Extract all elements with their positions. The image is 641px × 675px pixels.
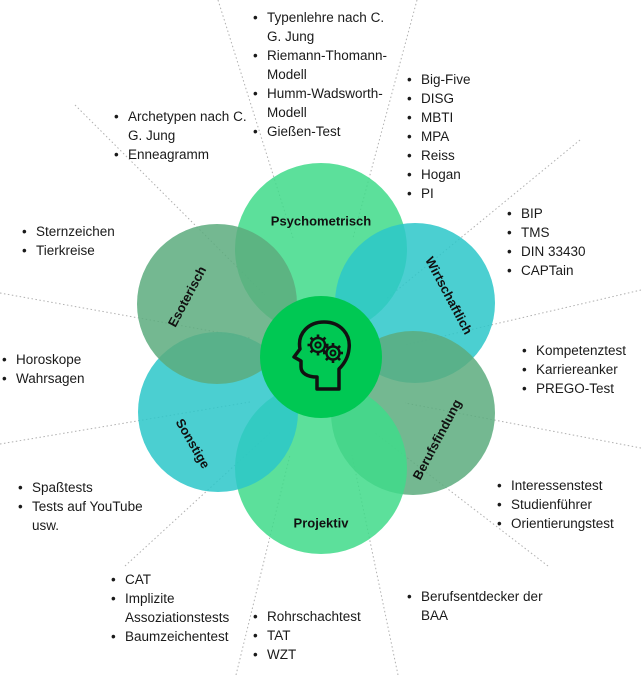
list-item: Karriereanker [520, 360, 640, 379]
list-item: Wahrsagen [0, 369, 120, 388]
list-item: TMS [505, 223, 625, 242]
list-item: CAT [109, 570, 254, 589]
list-psychometric-b: Big-FiveDISGMBTIMPAReissHoganPI [405, 70, 515, 203]
list-other-b: SpaßtestsTests auf YouTube usw. [16, 478, 146, 535]
petal-label-projective: Projektiv [294, 515, 350, 530]
list-item: Studienführer [495, 495, 640, 514]
guide-line [351, 454, 399, 675]
list-esoteric-a: Archetypen nach C. G. JungEnneagramm [112, 107, 252, 164]
list-item: Interessenstest [495, 476, 640, 495]
list-item: TAT [251, 626, 381, 645]
list-item: Rohrschachtest [251, 607, 381, 626]
list-career-b: InteressenstestStudienführerOrientierung… [495, 476, 640, 533]
list-item: DIN 33430 [505, 242, 625, 261]
list-item: Gießen-Test [251, 122, 401, 141]
list-item: Enneagramm [112, 145, 252, 164]
center-circle [260, 296, 382, 418]
list-item: Berufsentdecker der BAA [405, 587, 545, 625]
list-item: MPA [405, 127, 515, 146]
list-item: Reiss [405, 146, 515, 165]
guide-line [74, 104, 266, 296]
list-item: PREGO-Test [520, 379, 640, 398]
list-item: WZT [251, 645, 381, 664]
list-esoteric-b: SternzeichenTierkreise [20, 222, 150, 260]
list-economic: BIPTMSDIN 33430CAPTain [505, 204, 625, 280]
list-item: Humm-Wadsworth-Modell [251, 84, 401, 122]
list-item: Archetypen nach C. G. Jung [112, 107, 252, 145]
list-item: Tierkreise [20, 241, 150, 260]
list-projective-b: RohrschachtestTATWZT [251, 607, 381, 664]
list-item: PI [405, 184, 515, 203]
list-psychometric-a: Typenlehre nach C. G. JungRiemann-Thoman… [251, 8, 401, 141]
guide-line [404, 289, 641, 346]
list-item: Implizite Assoziationstests [109, 589, 254, 627]
list-item: Kompetenztest [520, 341, 640, 360]
list-projective-a: CATImplizite AssoziationstestsBaumzeiche… [109, 570, 254, 646]
list-item: Tests auf YouTube usw. [16, 497, 146, 535]
list-item: Big-Five [405, 70, 515, 89]
list-item: CAPTain [505, 261, 625, 280]
list-item: Horoskope [0, 350, 120, 369]
list-item: Typenlehre nach C. G. Jung [251, 8, 401, 46]
list-item: DISG [405, 89, 515, 108]
list-item: Riemann-Thomann-Modell [251, 46, 401, 84]
list-other-a: HoroskopeWahrsagen [0, 350, 120, 388]
petal-label-psychometric: Psychometrisch [271, 213, 371, 228]
guide-line [124, 432, 271, 567]
list-item: MBTI [405, 108, 515, 127]
petals [137, 163, 495, 554]
list-career-c: Berufsentdecker der BAA [405, 587, 545, 625]
list-item: Sternzeichen [20, 222, 150, 241]
list-item: Hogan [405, 165, 515, 184]
petal-esoteric [137, 224, 297, 384]
guide-line [374, 432, 549, 567]
list-career-a: KompetenztestKarriereankerPREGO-Test [520, 341, 640, 398]
list-item: Spaßtests [16, 478, 146, 497]
center-hub [260, 296, 382, 418]
list-item: Baumzeichentest [109, 627, 254, 646]
list-item: BIP [505, 204, 625, 223]
head-gears-icon [292, 320, 351, 391]
list-item: Orientierungstest [495, 514, 640, 533]
